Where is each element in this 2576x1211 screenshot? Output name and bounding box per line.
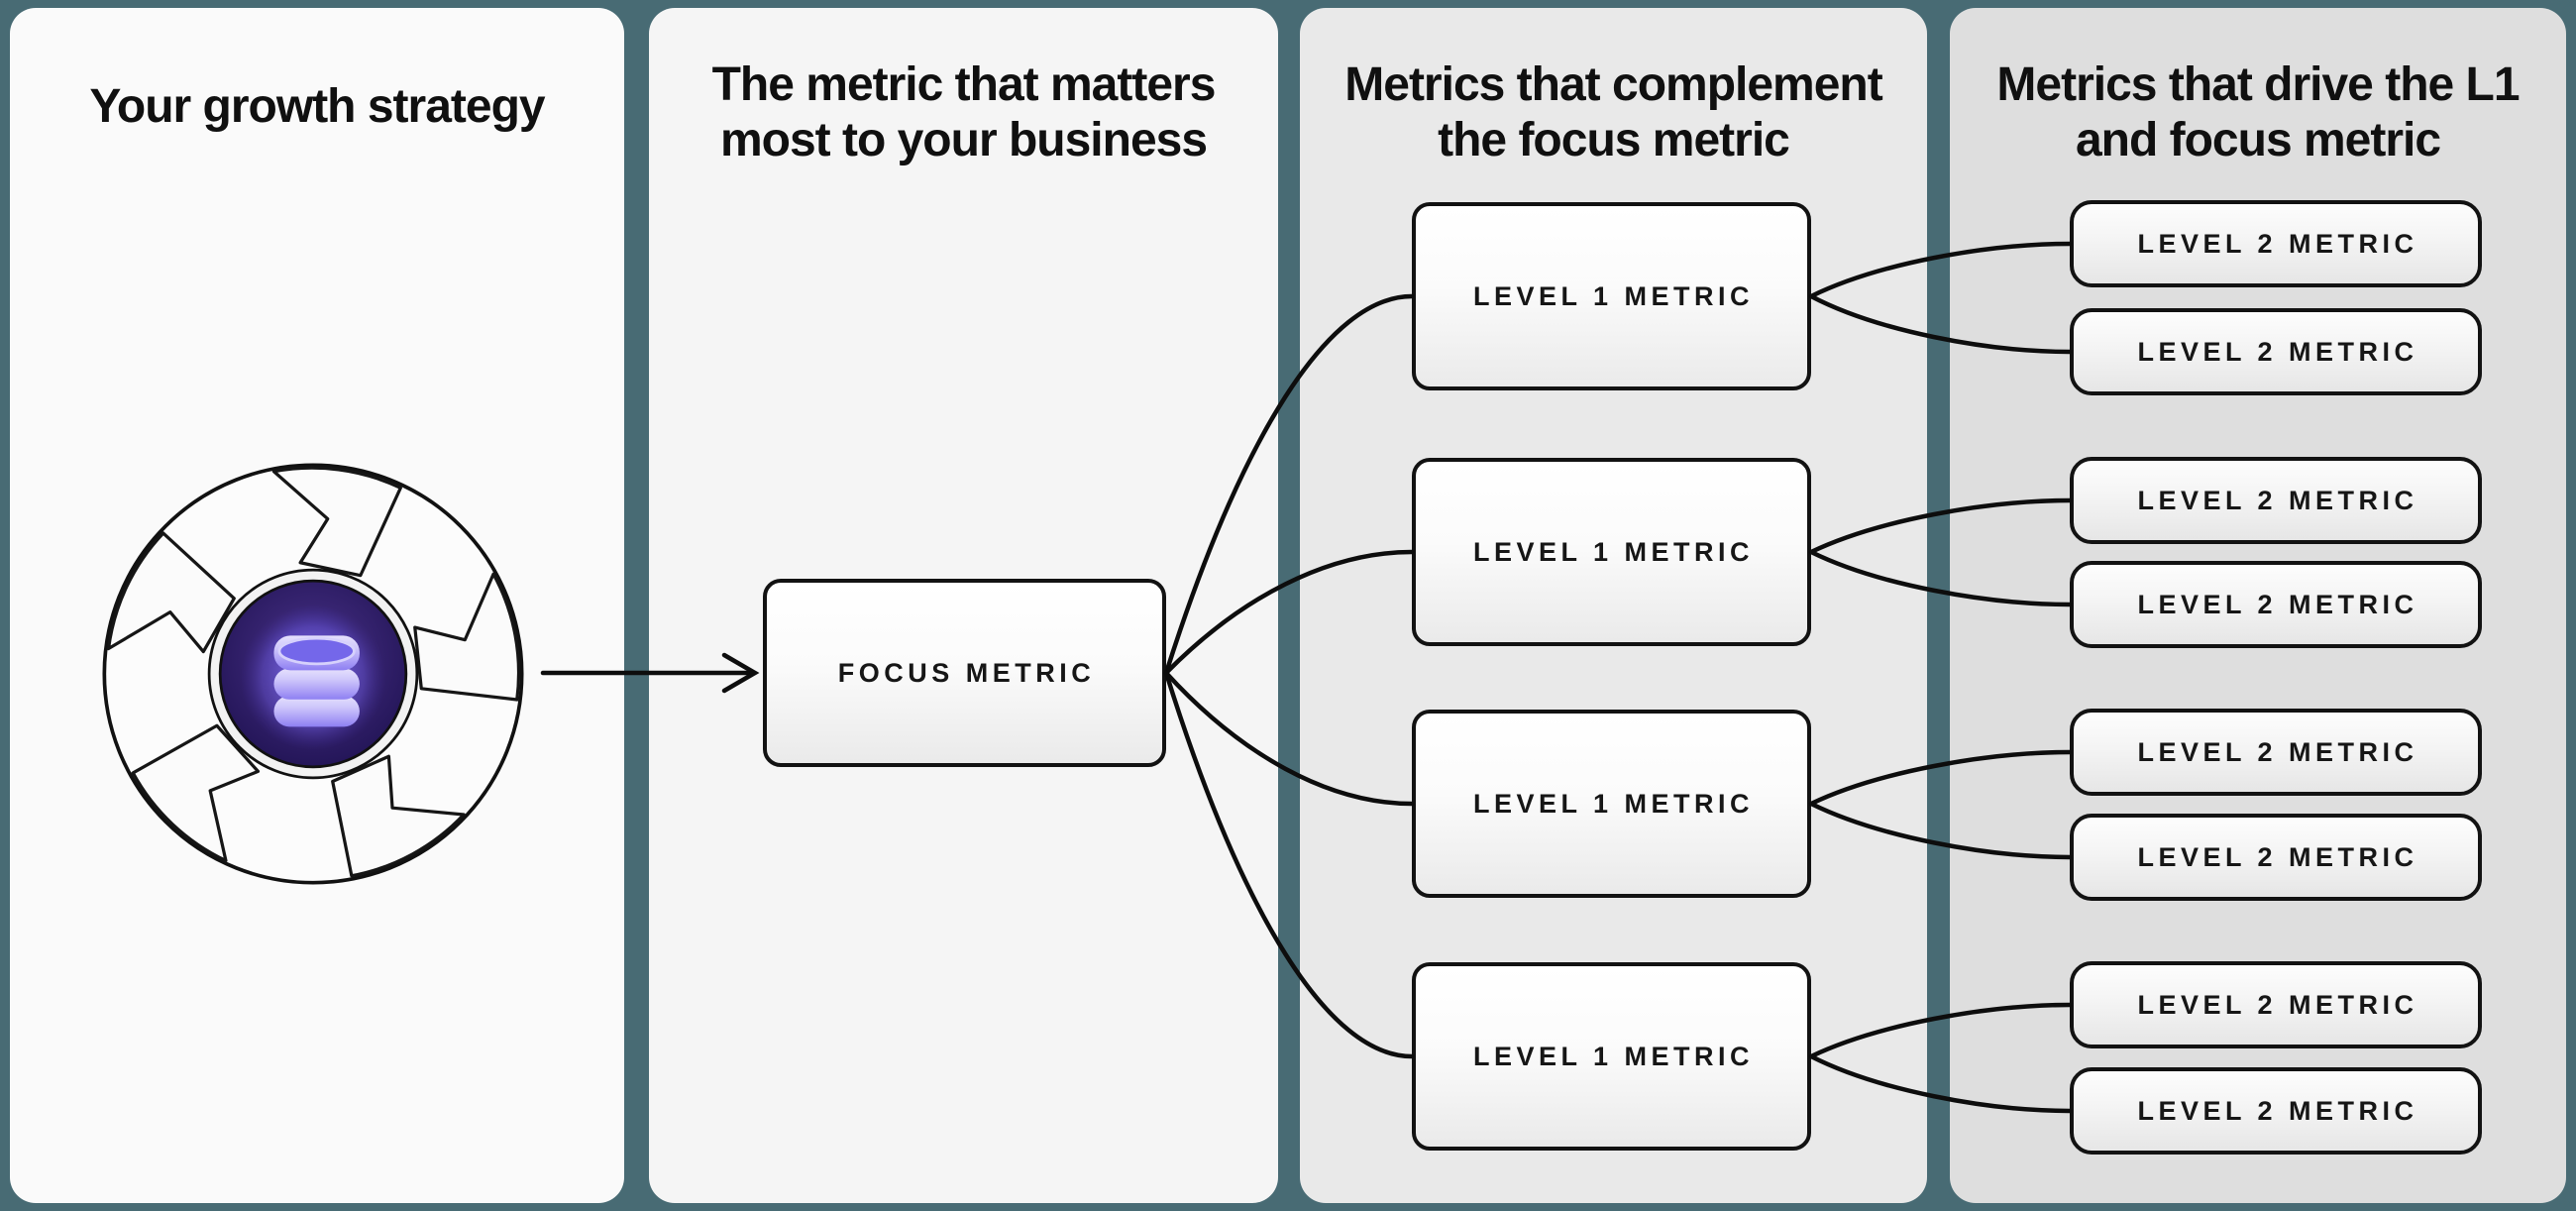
level1-metric-label: LEVEL 1 METRIC (1472, 788, 1755, 819)
level2-metric-node: LEVEL 2 METRIC (2070, 308, 2482, 395)
focus-metric-label: FOCUS METRIC (837, 657, 1096, 688)
level1-metric-node: LEVEL 1 METRIC (1412, 710, 1811, 898)
level2-metric-node: LEVEL 2 METRIC (2070, 561, 2482, 648)
growth-flywheel-icon (102, 463, 524, 885)
level1-metric-label: LEVEL 1 METRIC (1472, 280, 1755, 311)
level2-metric-label: LEVEL 2 METRIC (2137, 485, 2418, 515)
level2-metric-label: LEVEL 2 METRIC (2137, 336, 2418, 367)
level2-metric-label: LEVEL 2 METRIC (2137, 989, 2418, 1020)
title-line: Metrics that drive the L1 (1996, 58, 2520, 111)
panel-level1-metrics-title: Metrics that complement the focus metric (1300, 57, 1927, 168)
panel-growth-strategy-title: Your growth strategy (10, 79, 624, 135)
level2-metric-label: LEVEL 2 METRIC (2137, 841, 2418, 872)
title-line: the focus metric (1438, 114, 1790, 166)
panel-level2-metrics-title: Metrics that drive the L1 and focus metr… (1950, 57, 2566, 168)
level2-metric-label: LEVEL 2 METRIC (2137, 1095, 2418, 1126)
level2-metric-node: LEVEL 2 METRIC (2070, 1067, 2482, 1155)
database-icon (273, 635, 360, 727)
title-line: Your growth strategy (89, 80, 545, 133)
level2-metric-node: LEVEL 2 METRIC (2070, 961, 2482, 1048)
level2-metric-node: LEVEL 2 METRIC (2070, 814, 2482, 901)
focus-metric-node: FOCUS METRIC (763, 579, 1166, 767)
panel-focus-metric-title: The metric that matters most to your bus… (649, 57, 1278, 168)
level1-metric-label: LEVEL 1 METRIC (1472, 1041, 1755, 1071)
title-line: most to your business (719, 114, 1208, 166)
level1-metric-node: LEVEL 1 METRIC (1412, 202, 1811, 390)
level2-metric-label: LEVEL 2 METRIC (2137, 736, 2418, 767)
level2-metric-label: LEVEL 2 METRIC (2137, 589, 2418, 619)
flywheel-blades (106, 466, 521, 878)
level1-metric-node: LEVEL 1 METRIC (1412, 458, 1811, 646)
level1-metric-label: LEVEL 1 METRIC (1472, 536, 1755, 567)
level2-metric-node: LEVEL 2 METRIC (2070, 200, 2482, 287)
level2-metric-label: LEVEL 2 METRIC (2137, 228, 2418, 259)
title-line: Metrics that complement (1344, 58, 1882, 111)
level2-metric-node: LEVEL 2 METRIC (2070, 709, 2482, 796)
title-line: The metric that matters (711, 58, 1217, 111)
level2-metric-node: LEVEL 2 METRIC (2070, 457, 2482, 544)
title-line: and focus metric (2075, 114, 2441, 166)
level1-metric-node: LEVEL 1 METRIC (1412, 962, 1811, 1151)
